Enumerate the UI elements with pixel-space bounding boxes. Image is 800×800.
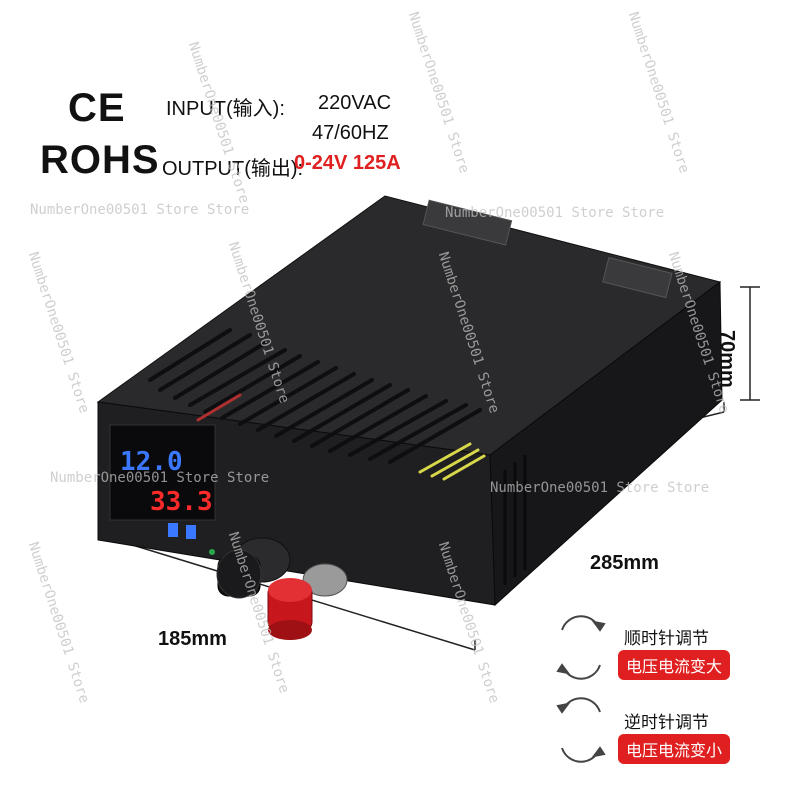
length-dimension: 285mm	[590, 552, 659, 574]
watermark: NumberOne00501 Store Store	[490, 480, 710, 496]
output-terminal	[267, 563, 348, 640]
clockwise-effect: 电压电流变大	[618, 650, 731, 680]
top-vents	[148, 328, 482, 464]
top-sticker-1	[422, 199, 513, 246]
current-display: 33.3	[150, 487, 213, 517]
counterclockwise-label: 逆时针调节	[624, 713, 709, 732]
display-panel	[109, 424, 216, 521]
input-label: INPUT(输入):	[166, 98, 285, 120]
vent-highlights	[196, 393, 486, 481]
voltage-display: 12.0	[120, 447, 183, 477]
indicator-led	[209, 549, 215, 555]
counterclockwise-effect: 电压电流变小	[618, 734, 731, 764]
display-button-2	[186, 525, 196, 539]
ce-mark: CE	[68, 86, 126, 130]
input-voltage: 220VAC	[318, 92, 392, 114]
clockwise-label: 顺时针调节	[624, 629, 709, 648]
counterclockwise-icon	[556, 697, 606, 763]
output-value: 0-24V 125A	[294, 152, 401, 174]
clockwise-icon	[556, 615, 606, 680]
watermark: NumberOne00501 Store Store	[30, 202, 250, 218]
watermark: NumberOne00501 Store Store	[445, 205, 665, 221]
watermark: NumberOne00501 Store Store	[50, 470, 270, 486]
width-dimension: 185mm	[158, 628, 227, 650]
display-button-1	[168, 523, 178, 537]
output-label: OUTPUT(输出):	[162, 158, 304, 180]
adjustment-knob	[216, 537, 291, 599]
top-sticker-2	[602, 257, 673, 299]
rohs-mark: ROHS	[40, 138, 160, 182]
input-frequency: 47/60HZ	[312, 122, 389, 144]
side-vents	[503, 455, 527, 585]
